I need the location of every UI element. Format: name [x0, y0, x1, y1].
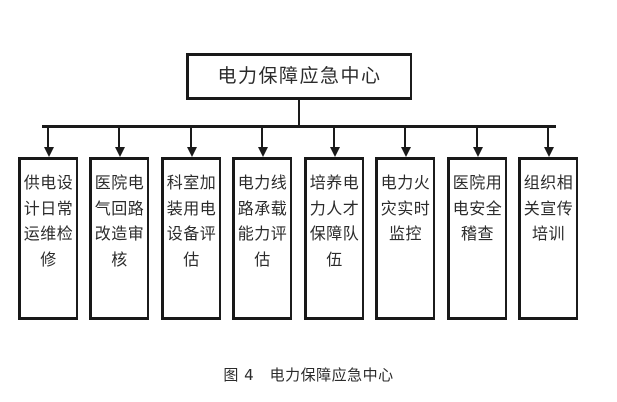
arrowhead-icon-8: [544, 147, 554, 157]
child-node-8: 组织相关宣传培训: [518, 157, 578, 320]
child-node-label-5: 培养电力人才保障队伍: [309, 173, 360, 269]
child-node-6: 电力火灾实时监控: [375, 157, 435, 320]
drop-connector-8: [547, 127, 549, 149]
drop-connector-7: [476, 127, 478, 149]
arrowhead-icon-3: [187, 147, 197, 157]
child-node-5: 培养电力人才保障队伍: [304, 157, 364, 320]
arrowhead-icon-1: [44, 147, 54, 157]
arrowhead-icon-6: [401, 147, 411, 157]
child-node-label-3: 科室加装用电设备评估: [166, 173, 217, 269]
child-node-label-1: 供电设计日常运维检修: [23, 173, 74, 269]
root-node: 电力保障应急中心: [186, 53, 412, 100]
root-stem-connector: [298, 100, 300, 127]
child-node-3: 科室加装用电设备评估: [161, 157, 221, 320]
drop-connector-2: [118, 127, 120, 149]
child-node-label-2: 医院电气回路改造审核: [94, 173, 145, 269]
figure-caption: 图 4 电力保障应急中心: [223, 366, 394, 384]
arrowhead-icon-5: [330, 147, 340, 157]
child-node-1: 供电设计日常运维检修: [18, 157, 78, 320]
drop-connector-1: [47, 127, 49, 149]
child-node-label-7: 医院用电安全稽查: [452, 173, 503, 243]
child-node-2: 医院电气回路改造审核: [89, 157, 149, 320]
drop-connector-5: [333, 127, 335, 149]
drop-connector-4: [261, 127, 263, 149]
child-node-label-6: 电力火灾实时监控: [380, 173, 431, 243]
drop-connector-6: [404, 127, 406, 149]
arrowhead-icon-2: [115, 147, 125, 157]
child-node-label-4: 电力线路承载能力评估: [237, 173, 288, 269]
child-node-7: 医院用电安全稽查: [447, 157, 507, 320]
horizontal-bus-connector: [42, 125, 556, 128]
arrowhead-icon-4: [258, 147, 268, 157]
drop-connector-3: [190, 127, 192, 149]
child-node-label-8: 组织相关宣传培训: [523, 173, 574, 243]
arrowhead-icon-7: [473, 147, 483, 157]
child-node-4: 电力线路承载能力评估: [232, 157, 292, 320]
root-node-label: 电力保障应急中心: [217, 65, 382, 87]
